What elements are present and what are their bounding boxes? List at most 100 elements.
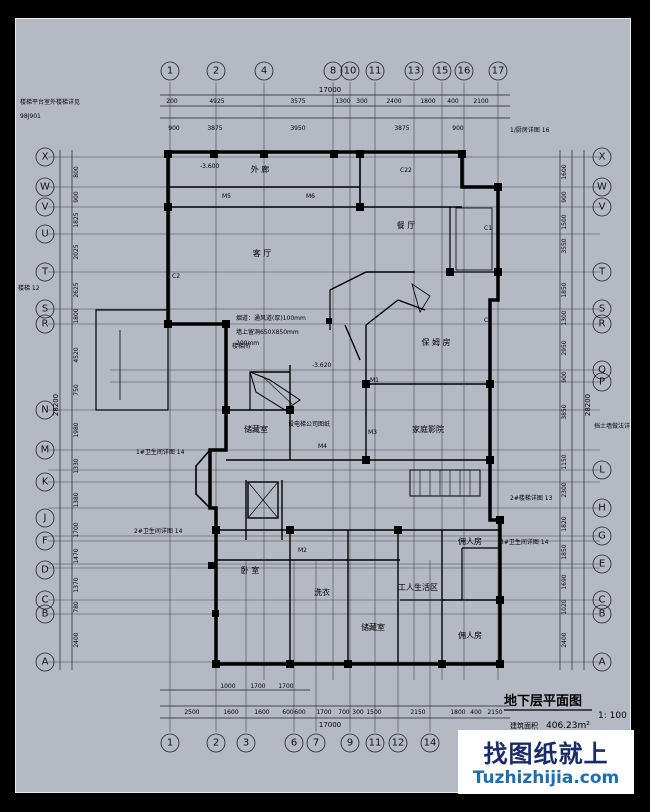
bottom-axis-bubbles [160, 733, 440, 753]
area-value: 406.23m² [546, 721, 590, 731]
top-dim-row1: 200 4925 3575 1300 300 2400 1800 400 210… [166, 98, 489, 105]
tag-m6: M6 [306, 193, 315, 200]
axis-left-T: T [41, 267, 49, 278]
bottom-dim-row2: 2500 1600 1600 600 600 1700 700 300 1500… [184, 709, 502, 716]
axis-left-C: C [42, 595, 49, 606]
axis-right-A: A [599, 657, 606, 668]
room-labels: 外 廊 客 厅 餐 厅 保 姆 房 家庭影院 储藏室 卧 室 洗衣 工人生活区 … [241, 164, 482, 640]
axis-right-R: R [599, 319, 606, 330]
note-flue: 烟道：通风道(厚)100mm [236, 314, 306, 322]
tag-m3: M3 [368, 429, 377, 436]
watermark-url: Tuzhizhijia.com [472, 768, 620, 788]
dim: 3875 [394, 125, 409, 132]
dim: 1330 [73, 458, 80, 473]
dim: 400 [470, 709, 482, 716]
plan-title: 地下层平面图 [504, 693, 582, 709]
dim: 900 [561, 191, 568, 203]
axis-right-V: V [599, 202, 606, 213]
room-store: 储藏室 [361, 622, 385, 632]
level-mark-2: -3.620 [312, 362, 332, 369]
dim: 1150 [561, 454, 568, 469]
axis-left-F: F [42, 536, 48, 547]
tag-c22: C22 [400, 167, 412, 174]
note-stair-ref: 98J901 [20, 113, 41, 120]
dim: 1825 [73, 212, 80, 227]
dim: 900 [73, 191, 80, 203]
room-laundry: 洗衣 [314, 587, 330, 597]
axis-left-X: X [42, 152, 49, 163]
dim: 1370 [73, 577, 80, 592]
dim: 1600 [561, 164, 568, 179]
note-wc3: 3#卫生间详图 14 [500, 538, 549, 546]
tag-m4: M4 [318, 443, 327, 450]
room-storage: 储藏室 [244, 424, 268, 434]
axis-left-D: D [41, 565, 49, 576]
left-dims: 800 900 1825 2025 2625 1800 4520 750 198… [73, 166, 80, 648]
axis-top-11: 11 [369, 66, 382, 77]
dim: 300 [356, 98, 368, 105]
room-theater: 家庭影院 [412, 424, 444, 434]
dim: 2625 [73, 282, 80, 297]
vertical-grid-lines [169, 82, 499, 732]
tag-m2: M2 [298, 547, 307, 554]
level-mark-1: -3.600 [200, 163, 220, 170]
axis-left-U: U [41, 229, 48, 240]
axis-right-Q: Q [598, 365, 606, 376]
dim: 1850 [561, 544, 568, 559]
overall-dim-right: 28200 [584, 394, 592, 416]
axis-bottom-6: 6 [291, 738, 297, 749]
watermark-text: 找图纸就上 [483, 740, 609, 768]
tag-c2: C2 [172, 273, 180, 280]
dim: 300 [352, 709, 364, 716]
axis-top-8: 8 [330, 66, 336, 77]
axis-bottom-3: 3 [243, 738, 249, 749]
axis-left-A: A [42, 657, 49, 668]
axis-left-N: N [41, 405, 48, 416]
axis-bottom-14: 14 [424, 738, 437, 749]
dim: 1820 [561, 516, 568, 531]
dim: 4925 [209, 98, 224, 105]
axis-bottom-2: 2 [213, 738, 219, 749]
right-dims: 1600 900 1500 3550 1850 1300 2950 900 38… [561, 164, 568, 647]
right-axis-bubbles [592, 147, 612, 672]
plan-scale: 1: 100 [598, 711, 627, 721]
note-wc2: 2#卫生间详图 14 [134, 527, 183, 535]
dim: 600 [294, 709, 306, 716]
dim: 2150 [487, 709, 502, 716]
dim: 1600 [254, 709, 269, 716]
dim: 1700 [316, 709, 331, 716]
room-living: 客 厅 [253, 248, 272, 258]
tag-c3: C3 [484, 317, 492, 324]
dim: 1600 [223, 709, 238, 716]
axis-right-E: E [599, 559, 605, 570]
room-staff-lounge: 工人生活区 [398, 582, 438, 592]
overall-dim-bottom: 17000 [319, 721, 341, 729]
dim: 1300 [561, 310, 568, 325]
dim: 1700 [250, 683, 265, 690]
axis-top-1: 1 [167, 66, 173, 77]
dim: 900 [561, 371, 568, 383]
dim: 600 [282, 709, 294, 716]
dim: 1700 [278, 683, 293, 690]
columns [164, 150, 504, 668]
top-axis-labels: 1 2 4 8 10 11 13 15 16 17 [167, 66, 505, 77]
tag-m5: M5 [222, 193, 231, 200]
dim: 1800 [420, 98, 435, 105]
dim: 1850 [561, 282, 568, 297]
axis-left-M: M [41, 445, 50, 456]
axis-top-15: 15 [436, 66, 449, 77]
note-kitchen-detail: 1/厨房详图 16 [510, 126, 550, 134]
room-bedroom: 卧 室 [241, 565, 260, 575]
overall-dim-top: 17000 [319, 86, 341, 94]
axis-top-17: 17 [492, 66, 505, 77]
axis-left-B: B [42, 609, 49, 620]
room-tea: 保 姆 房 [421, 337, 450, 347]
bottom-axis-labels: 1 2 3 6 7 9 11 12 14 [167, 738, 437, 749]
dim: 3850 [561, 404, 568, 419]
dim: 1700 [73, 522, 80, 537]
axis-right-C: C [599, 595, 606, 606]
dimension-lines [59, 94, 585, 719]
walls [95, 150, 502, 666]
